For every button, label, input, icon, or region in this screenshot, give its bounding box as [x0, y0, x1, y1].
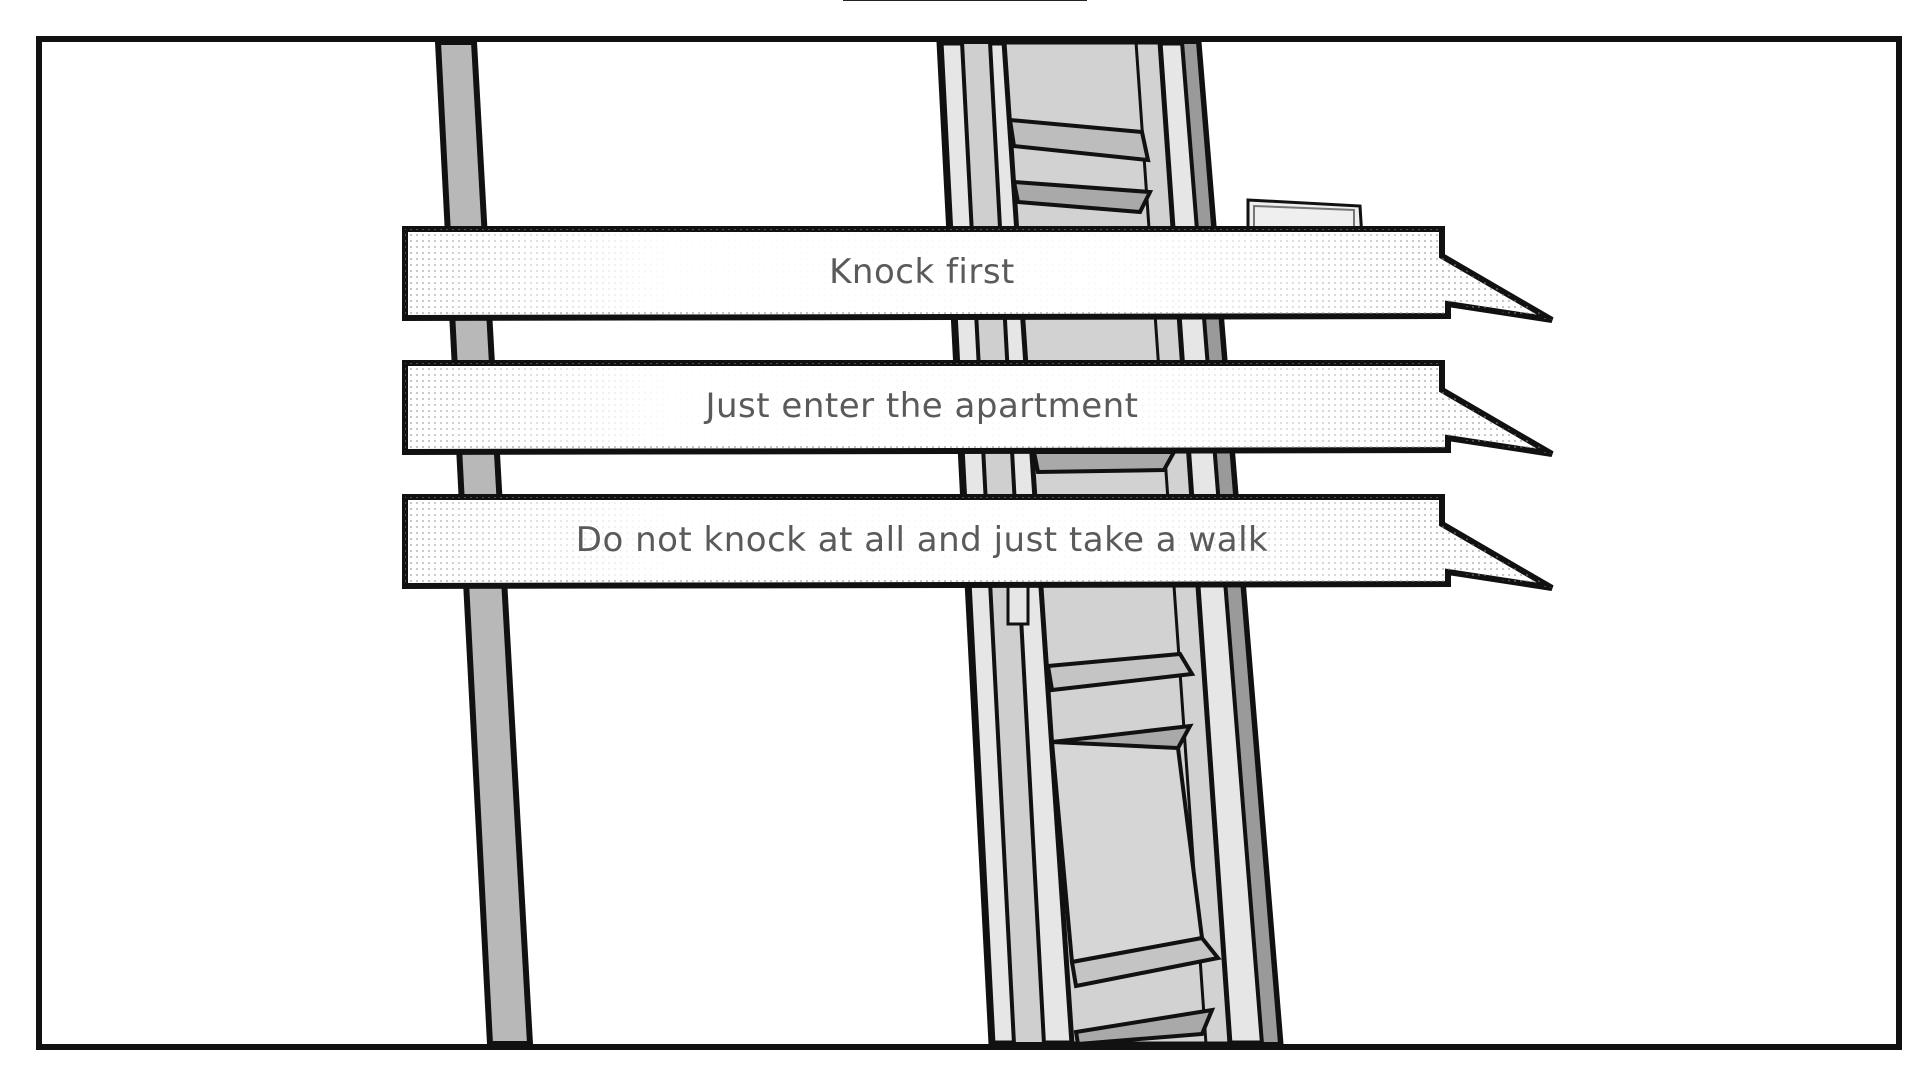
speech-bubble-shape	[402, 360, 1554, 457]
speech-bubble-shape	[402, 226, 1554, 323]
top-menu-tab[interactable]	[843, 0, 1087, 1]
choice-enter-apartment[interactable]: Just enter the apartment	[402, 360, 1560, 458]
choice-knock-first[interactable]: Knock first	[402, 226, 1560, 324]
speech-bubble-shape	[402, 494, 1554, 591]
choice-take-a-walk[interactable]: Do not knock at all and just take a walk	[402, 494, 1560, 592]
